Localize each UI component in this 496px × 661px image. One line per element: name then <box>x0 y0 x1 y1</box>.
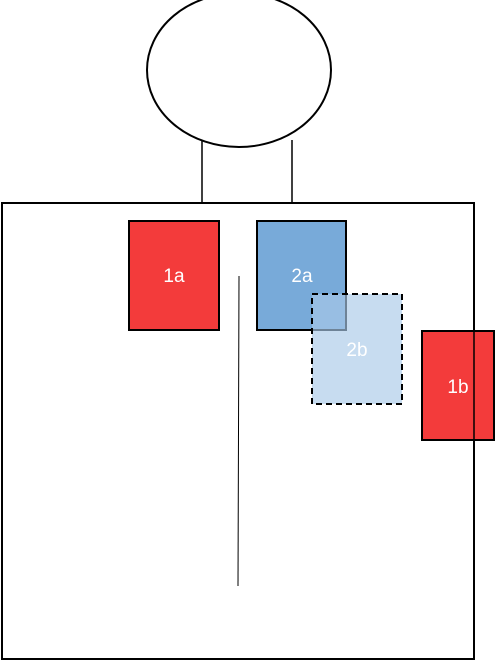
box-1b-rect <box>421 330 495 441</box>
box-1a: 1a <box>128 220 220 331</box>
box-1a-label: 1a <box>163 266 185 287</box>
box-1b-label: 1b <box>447 377 468 398</box>
box-2b-label: 2b <box>346 340 367 361</box>
box-2a-label: 2a <box>291 266 313 287</box>
box-1b: 1b <box>421 330 495 441</box>
head-ellipse <box>146 0 332 148</box>
box-2b: 2b <box>311 293 403 405</box>
box-2b-rect <box>311 293 403 405</box>
box-1a-rect <box>128 220 220 331</box>
center-line <box>237 275 240 587</box>
